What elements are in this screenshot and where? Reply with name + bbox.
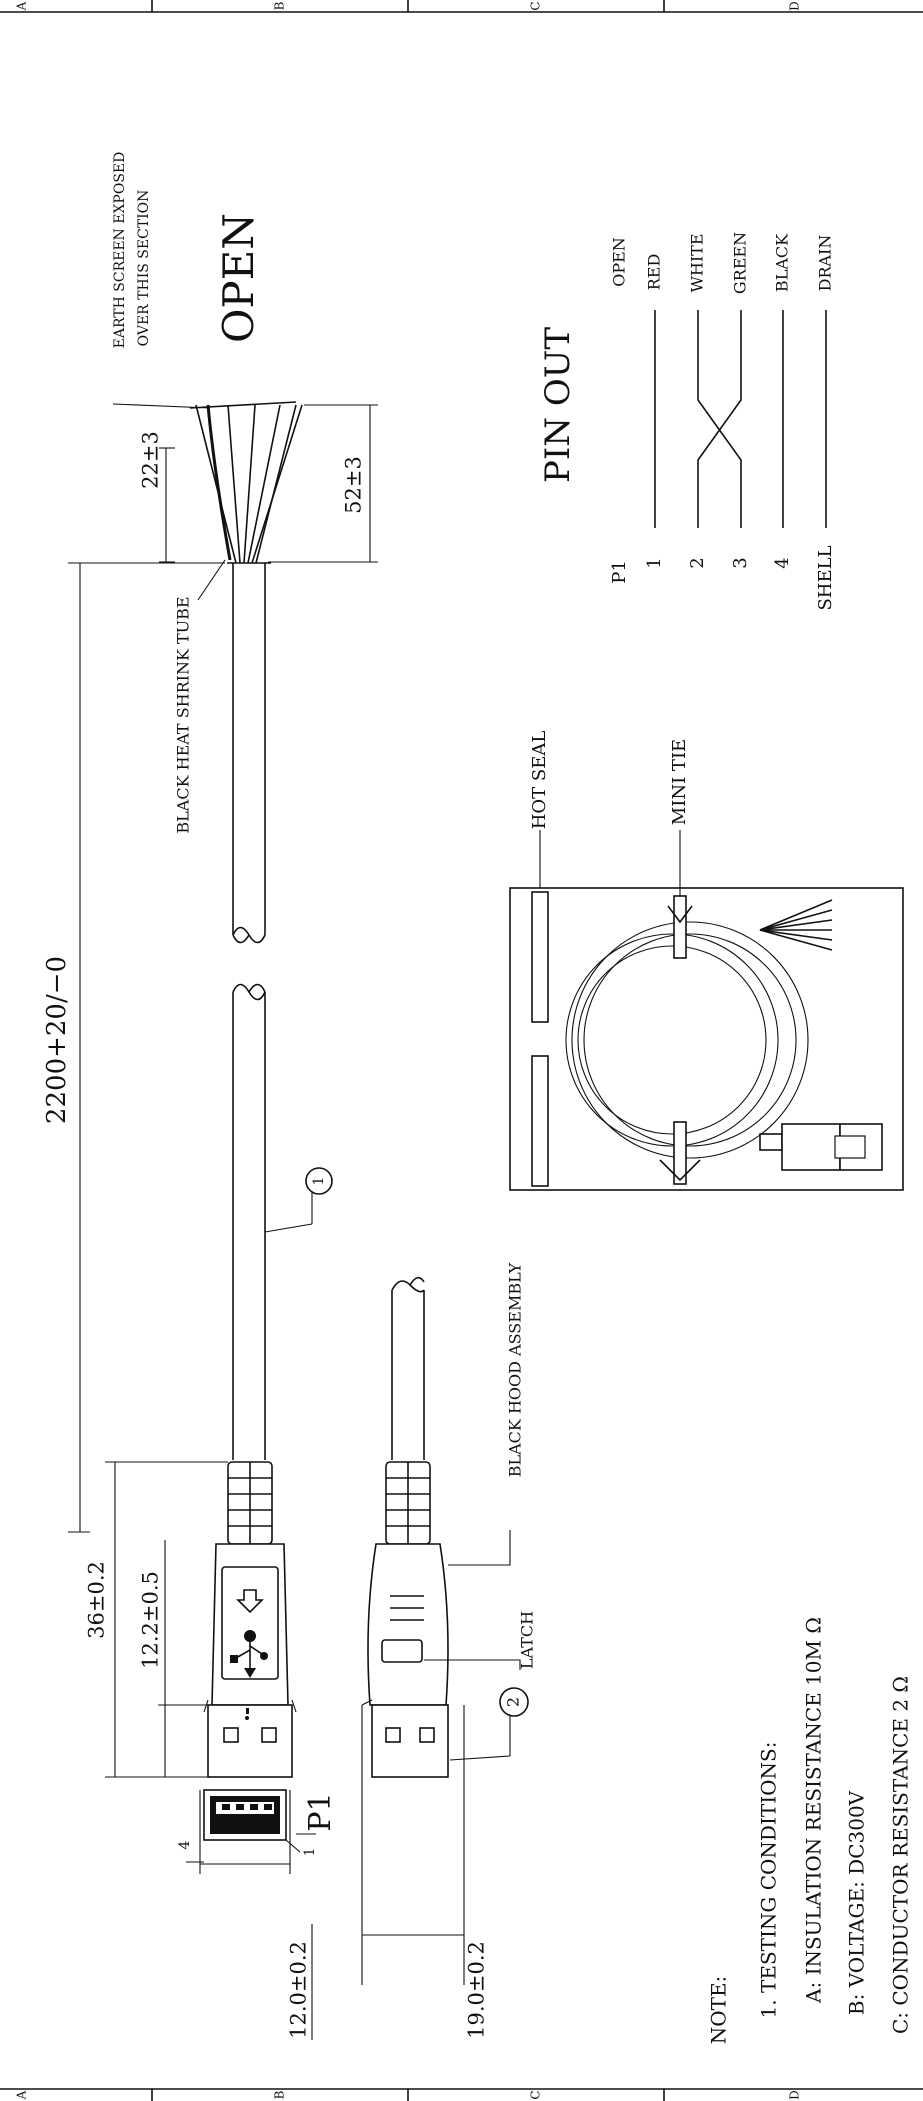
- pinout-header: P1: [609, 560, 630, 584]
- item-balloon-1: 1: [264, 1167, 333, 1233]
- zone-d-bottom: D: [788, 2090, 802, 2100]
- earth-note-leader: [112, 403, 211, 409]
- latch-label: LATCH: [518, 1611, 537, 1669]
- wire-length-dimension: 52±3: [268, 404, 378, 563]
- notes-title: NOTE:: [707, 1976, 731, 2045]
- color-drain: DRAIN: [816, 235, 835, 292]
- hood-label: BLACK HOOD ASSEMBLY: [506, 1262, 525, 1477]
- pin-last-label: 1: [302, 1848, 318, 1857]
- zone-b-bottom: B: [273, 2090, 287, 2099]
- zone-c-top: C: [529, 1, 543, 10]
- hood-leader: [448, 1530, 511, 1566]
- color-green: GREEN: [731, 232, 750, 294]
- wire-dim-label: 52±3: [342, 456, 366, 514]
- zone-a-top: A: [15, 1, 29, 11]
- port-label: P1: [303, 1792, 338, 1831]
- zone-a-bottom: A: [15, 2090, 29, 2100]
- notes-c: C: CONDUCTOR RESISTANCE 2 Ω: [889, 1676, 913, 2034]
- overall-length-dimension: 2200+20/−0: [42, 562, 225, 1533]
- width-dim-label: 12.0±0.2: [287, 1941, 311, 2039]
- hot-seal-label: HOT SEAL: [529, 731, 550, 830]
- color-white: WHITE: [688, 233, 707, 292]
- earth-note-line1: EARTH SCREEN EXPOSED: [112, 152, 128, 349]
- packaging-view: [509, 887, 904, 1191]
- mini-tie-label: MINI TIE: [669, 739, 690, 825]
- item-plug-number: 2: [504, 1697, 523, 1707]
- strip-length-dimension: 22±3: [139, 431, 175, 563]
- notes-a: A: INSULATION RESISTANCE 10M Ω: [802, 1617, 826, 2004]
- pin-3: 3: [730, 557, 751, 568]
- overall-dim-label: 36±0.2: [85, 1561, 109, 1639]
- zone-b-top: B: [273, 1, 287, 10]
- pinout-title: PIN OUT: [538, 327, 578, 483]
- open-end-wires: [189, 401, 303, 564]
- pin-first-label: 4: [177, 1840, 193, 1849]
- notes-block: NOTE: 1. TESTING CONDITIONS: A: INSULATI…: [707, 1617, 913, 2044]
- usb-plug-top-view: [203, 1461, 297, 1778]
- strip-dim-label: 22±3: [139, 431, 163, 489]
- zone-c-bottom: C: [529, 2090, 543, 2099]
- open-label: OPEN: [214, 213, 263, 343]
- depth-dim-label: 19.0±0.2: [465, 1941, 489, 2039]
- color-open: OPEN: [610, 237, 629, 287]
- length-dim-label: 2200+20/−0: [42, 956, 72, 1124]
- notes-item1: 1. TESTING CONDITIONS:: [757, 1742, 781, 2019]
- depth-dimension: 19.0±0.2: [361, 1705, 489, 2039]
- pin-1: 1: [644, 557, 665, 568]
- plug-dim-label: 12.2±0.5: [139, 1571, 163, 1669]
- latch-leader: [424, 1659, 521, 1670]
- shrink-tube-leader: [197, 559, 226, 601]
- pinout-diagram: P1 1 2 3 4 SHELL OPEN RED WHITE GREEN BL…: [609, 232, 836, 611]
- cable-body-lower: [232, 983, 266, 1460]
- notes-b: B: VOLTAGE: DC300V: [845, 1790, 869, 2015]
- item-balloon-2: 2: [449, 1687, 529, 1761]
- cable-body-upper: [227, 562, 271, 944]
- usb-port-end-view: 4 1 P1 12.0±0.2: [177, 1789, 338, 2040]
- item-cable-number: 1: [311, 1177, 327, 1186]
- shrink-tube-label: BLACK HEAT SHRINK TUBE: [174, 596, 193, 833]
- color-red: RED: [645, 254, 664, 291]
- pin-shell: SHELL: [815, 545, 836, 610]
- color-black: BLACK: [773, 233, 792, 292]
- usb-plug-side-view: [361, 1276, 449, 1778]
- pin-2: 2: [687, 557, 708, 568]
- plug-length-dimension: 12.2±0.5: [139, 1540, 212, 1778]
- earth-note-line2: OVER THIS SECTION: [136, 190, 152, 347]
- zone-d-top: D: [788, 1, 802, 11]
- pin-4: 4: [772, 557, 793, 568]
